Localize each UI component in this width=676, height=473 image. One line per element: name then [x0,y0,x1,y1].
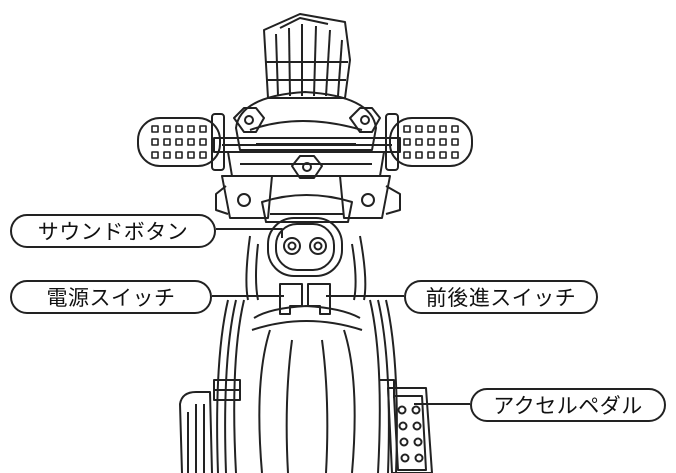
left-mirror-mount [233,107,265,133]
leader-sound-button [216,228,283,238]
power-switch-label: 電源スイッチ [10,280,212,314]
direction-switch[interactable] [307,283,331,315]
top-clamp [227,151,385,179]
direction-switch-label: 前後進スイッチ [404,280,598,314]
right-mirror-mount [349,107,381,133]
sound-button-panel [267,217,343,277]
leader-lines [212,228,470,405]
body-neck [245,235,367,301]
sound-button-label: サウンドボタン [10,214,216,248]
windshield [263,13,351,99]
sound-button-left[interactable] [283,237,301,255]
sound-button-right[interactable] [309,237,327,255]
fairing [235,91,377,151]
fuel-tank [233,299,381,473]
power-switch[interactable] [279,283,303,315]
right-grip [385,113,473,171]
stem-housing [261,194,353,223]
accelerator-pedal[interactable] [380,379,433,473]
left-footrest [179,379,241,473]
left-frame-rail [216,299,237,473]
accelerator-pedal-label: アクセルペダル [470,388,666,422]
fork-shoulders [215,175,401,219]
handlebar [213,137,401,153]
left-grip [137,113,225,171]
